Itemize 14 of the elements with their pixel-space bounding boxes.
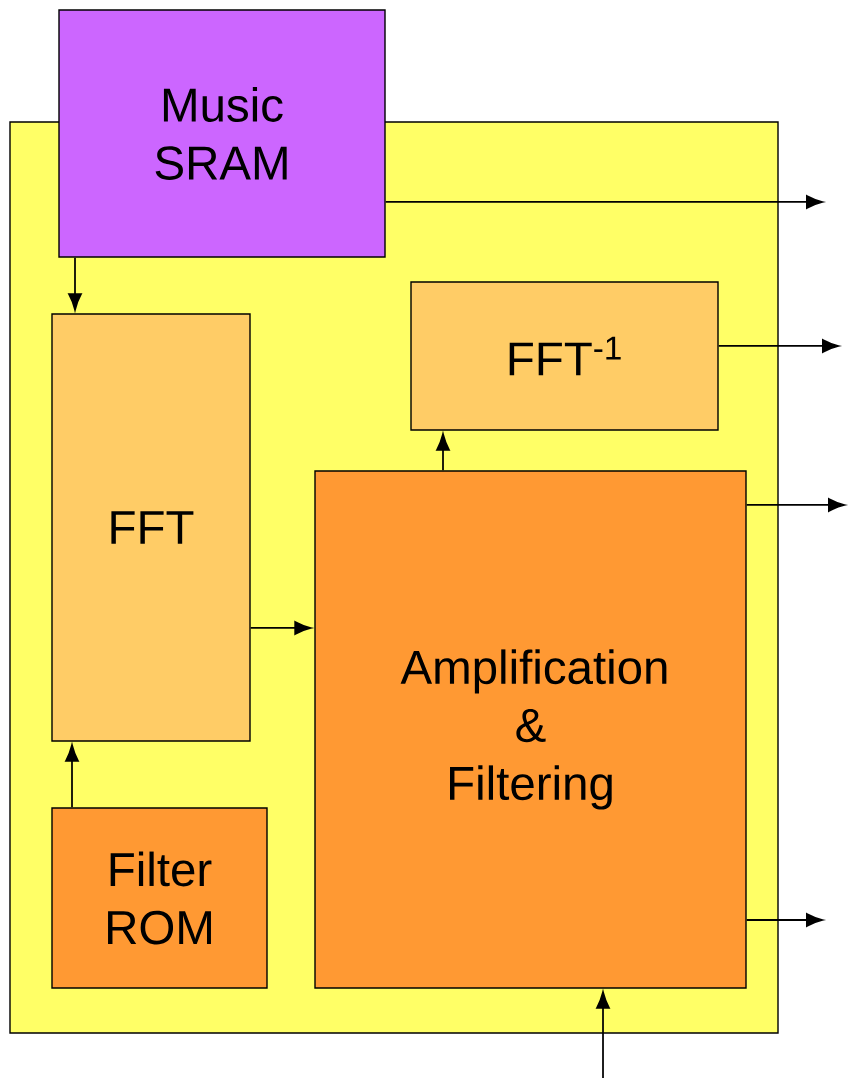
block-box: FFT	[51, 313, 251, 742]
block-box: Filter ROM	[51, 807, 268, 989]
arrow	[745, 498, 846, 512]
arrow	[65, 744, 79, 809]
block-box: Amplification & Filtering	[314, 470, 747, 989]
arrow	[249, 621, 312, 635]
block-box: FFT$^{-1}$	[410, 281, 719, 431]
arrow	[384, 195, 824, 209]
arrow	[745, 913, 824, 927]
arrow	[717, 339, 840, 353]
arrow	[68, 256, 82, 311]
arrow	[596, 991, 610, 1079]
block-box: Music SRAM	[58, 9, 386, 258]
arrow	[436, 433, 450, 472]
